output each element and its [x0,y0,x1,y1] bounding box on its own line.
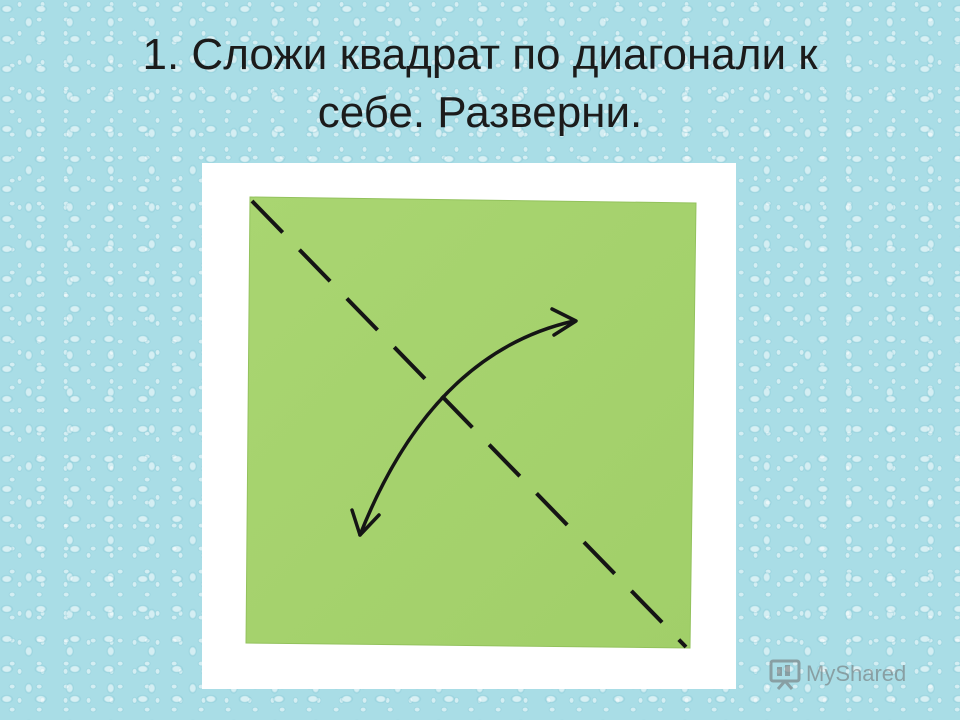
arrowhead-upper [550,307,578,337]
watermark: MyShared [768,656,906,692]
origami-illustration [202,163,736,689]
watermark-text: MyShared [806,661,907,686]
title-line-2: себе. Разверни. [317,88,643,137]
fold-line-dashed [250,199,688,649]
fold-arrow-curve [358,319,576,537]
title-line-1: 1. Сложи квадрат по диагонали к [142,30,818,79]
arrowhead-lower [350,508,381,537]
presentation-icon [769,659,801,690]
slide-title: 1. Сложи квадрат по диагонали к себе. Ра… [60,26,900,142]
origami-diagram [245,196,697,649]
